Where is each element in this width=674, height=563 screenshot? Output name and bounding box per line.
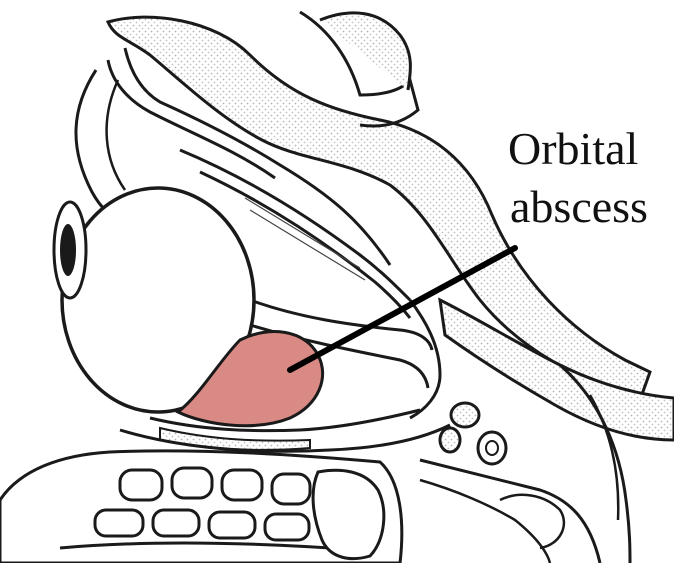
apex-foramina: [440, 403, 506, 464]
pupil: [60, 224, 76, 276]
callout-label-line2: abscess: [510, 182, 648, 232]
maxillary-sinus: [0, 451, 600, 563]
callout-label-line1: Orbital: [508, 124, 638, 174]
